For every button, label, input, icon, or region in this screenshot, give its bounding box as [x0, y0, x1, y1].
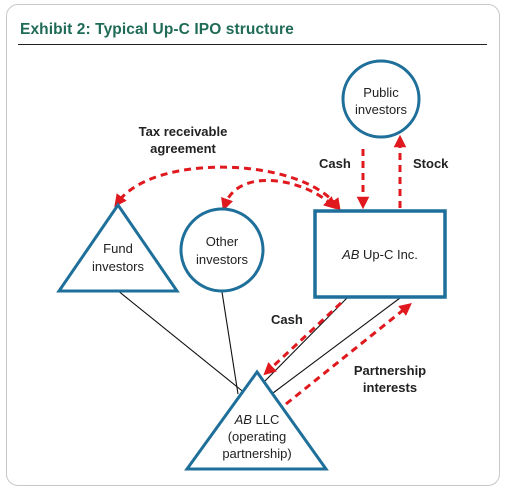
upc-to-llc-line-1	[262, 297, 348, 384]
upc-inc-label: AB Up-C Inc.	[341, 247, 418, 262]
cash-lower-label: Cash	[271, 312, 303, 327]
tax-receivable-arrow-fund	[114, 165, 341, 212]
cash-lower-arrow	[263, 301, 343, 376]
other-investors-node	[179, 207, 265, 293]
upc-to-llc-line-2	[272, 297, 401, 394]
partnership-interests-label-1: Partnership	[354, 363, 426, 378]
exhibit-title: Exhibit 2: Typical Up-C IPO structure	[20, 21, 294, 38]
public-investors-node	[341, 59, 421, 139]
tax-receivable-label-1: Tax receivable	[139, 124, 228, 139]
upc-inc-node	[313, 209, 447, 299]
llc-label-2: (operating	[228, 429, 287, 444]
cash-top-label: Cash	[319, 156, 351, 171]
tax-receivable-arrow-other	[221, 178, 337, 211]
tax-receivable-label-2: agreement	[150, 141, 216, 156]
partnership-arrow	[285, 303, 412, 406]
partnership-interests-label-2: interests	[363, 380, 417, 395]
llc-label-3: partnership)	[222, 446, 291, 461]
fund-investors-label-2: investors	[92, 259, 145, 274]
other-to-llc-line	[221, 291, 239, 395]
fund-to-llc-line	[116, 289, 247, 395]
other-investors-label-2: investors	[196, 252, 249, 267]
fund-investors-label-1: Fund	[103, 241, 133, 256]
llc-label-1: AB LLC	[234, 412, 280, 427]
llc-node	[184, 369, 329, 471]
public-investors-label-2: investors	[355, 102, 408, 117]
other-investors-label-1: Other	[206, 234, 239, 249]
fund-investors-node	[56, 202, 180, 293]
public-investors-label-1: Public	[363, 85, 399, 100]
title-divider	[18, 44, 487, 45]
stock-label: Stock	[413, 156, 449, 171]
